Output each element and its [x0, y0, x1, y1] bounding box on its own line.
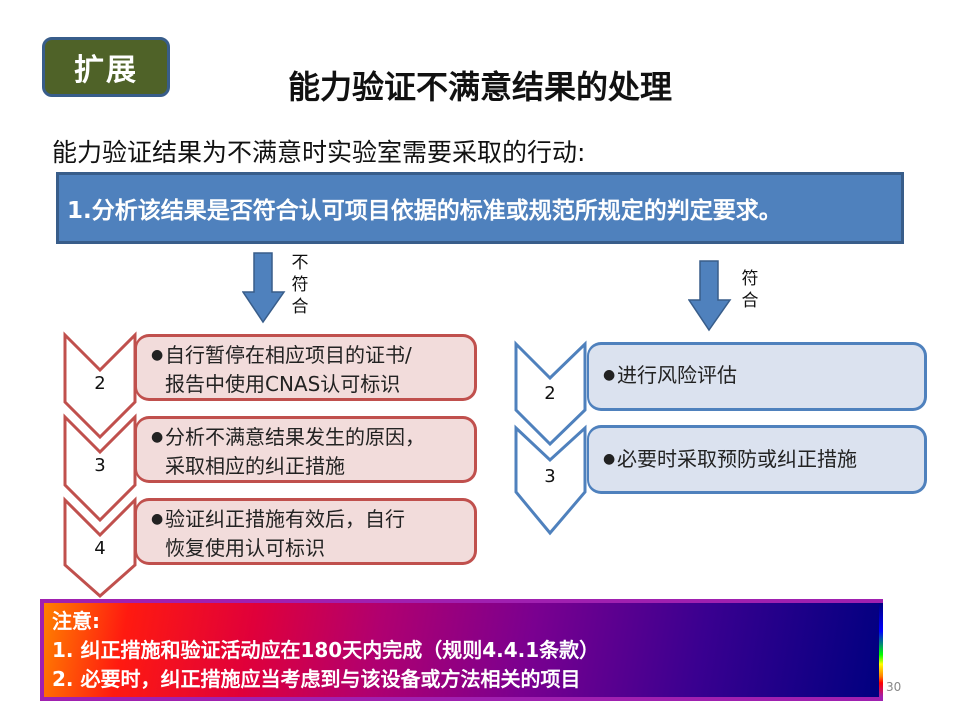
- conform-label: 符 合: [741, 269, 759, 311]
- right-step-box: ●必要时采取预防或纠正措施: [587, 425, 927, 494]
- note-box: 注意: 1. 纠正措施和验证活动应在180天内完成（规则4.4.1条款） 2. …: [40, 599, 883, 701]
- step-number: 3: [544, 466, 556, 487]
- chevron-step-3: [63, 413, 137, 523]
- rainbow-edge: [879, 603, 883, 697]
- bullet-icon: ●: [151, 347, 164, 363]
- note-header: 注意:: [52, 609, 100, 633]
- extension-tag-label: 扩展: [74, 53, 138, 88]
- note-item: 2. 必要时，纠正措施应当考虑到与该设备或方法相关的项目: [52, 667, 581, 691]
- bullet-icon: ●: [603, 367, 616, 383]
- bullet-icon: ●: [151, 511, 164, 527]
- step1-box: 1.分析该结果是否符合认可项目依据的标准或规范所规定的判定要求。: [56, 172, 904, 244]
- chevron-step-4: [63, 496, 137, 599]
- step-number: 4: [94, 538, 106, 559]
- chevron-step-3: [514, 424, 587, 536]
- left-chevron-flow: [63, 331, 137, 599]
- step-number: 3: [94, 455, 106, 476]
- extension-tag: 扩展: [42, 37, 170, 97]
- left-step-box: ●分析不满意结果发生的原因，采取相应的纠正措施: [135, 416, 477, 483]
- left-step-box: ●自行暂停在相应项目的证书/报告中使用CNAS认可标识: [135, 334, 477, 401]
- bullet-icon: ●: [151, 429, 164, 445]
- right-chevron-flow: [514, 340, 587, 536]
- page-number: 30: [886, 680, 902, 694]
- chevron-step-2: [63, 331, 137, 440]
- step-number: 2: [544, 383, 556, 404]
- page-title: 能力验证不满意结果的处理: [287, 68, 672, 106]
- down-arrow-icon: [242, 252, 286, 324]
- chevron-step-2: [514, 340, 587, 447]
- note-item: 1. 纠正措施和验证活动应在180天内完成（规则4.4.1条款）: [52, 638, 600, 662]
- subtitle: 能力验证结果为不满意时实验室需要采取的行动:: [52, 138, 586, 167]
- bullet-icon: ●: [603, 451, 616, 467]
- left-step-box: ●验证纠正措施有效后，自行恢复使用认可标识: [135, 498, 477, 565]
- right-step-box: ●进行风险评估: [587, 342, 927, 411]
- step1-text: 1.分析该结果是否符合认可项目依据的标准或规范所规定的判定要求。: [67, 198, 782, 224]
- step-number: 2: [94, 373, 106, 394]
- non-conform-label: 不 符 合: [291, 253, 309, 317]
- down-arrow-icon: [688, 260, 732, 332]
